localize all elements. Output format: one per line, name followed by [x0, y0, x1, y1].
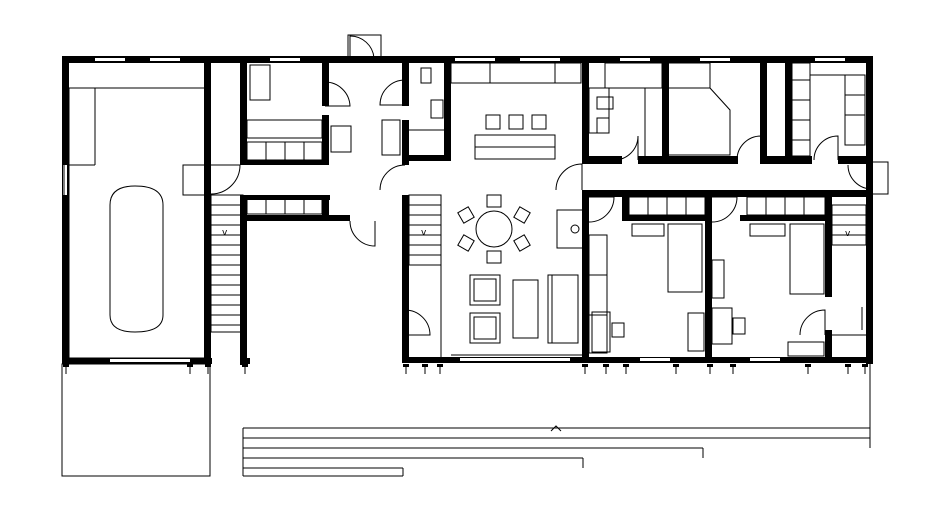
- windows: [63, 58, 845, 362]
- bedrooms: [588, 196, 866, 363]
- bed-2: [789, 223, 825, 295]
- wc: [409, 56, 451, 161]
- svg-text:v: v: [421, 228, 427, 238]
- garage: [68, 56, 211, 364]
- stair-center: v: [404, 194, 442, 358]
- bed-1: [667, 223, 703, 293]
- car-icon: [109, 185, 164, 333]
- storage-room: [210, 56, 351, 365]
- stair-left: v: [210, 194, 244, 333]
- living-dining: [450, 62, 584, 356]
- kitchen-bath: [555, 56, 889, 363]
- entrance-hall: [330, 34, 409, 363]
- stair-right: v: [831, 204, 867, 246]
- svg-text:v: v: [845, 229, 851, 239]
- svg-text:v: v: [222, 228, 228, 238]
- dining-table: [475, 210, 513, 248]
- terrace: [61, 363, 871, 477]
- columns: [63, 364, 868, 374]
